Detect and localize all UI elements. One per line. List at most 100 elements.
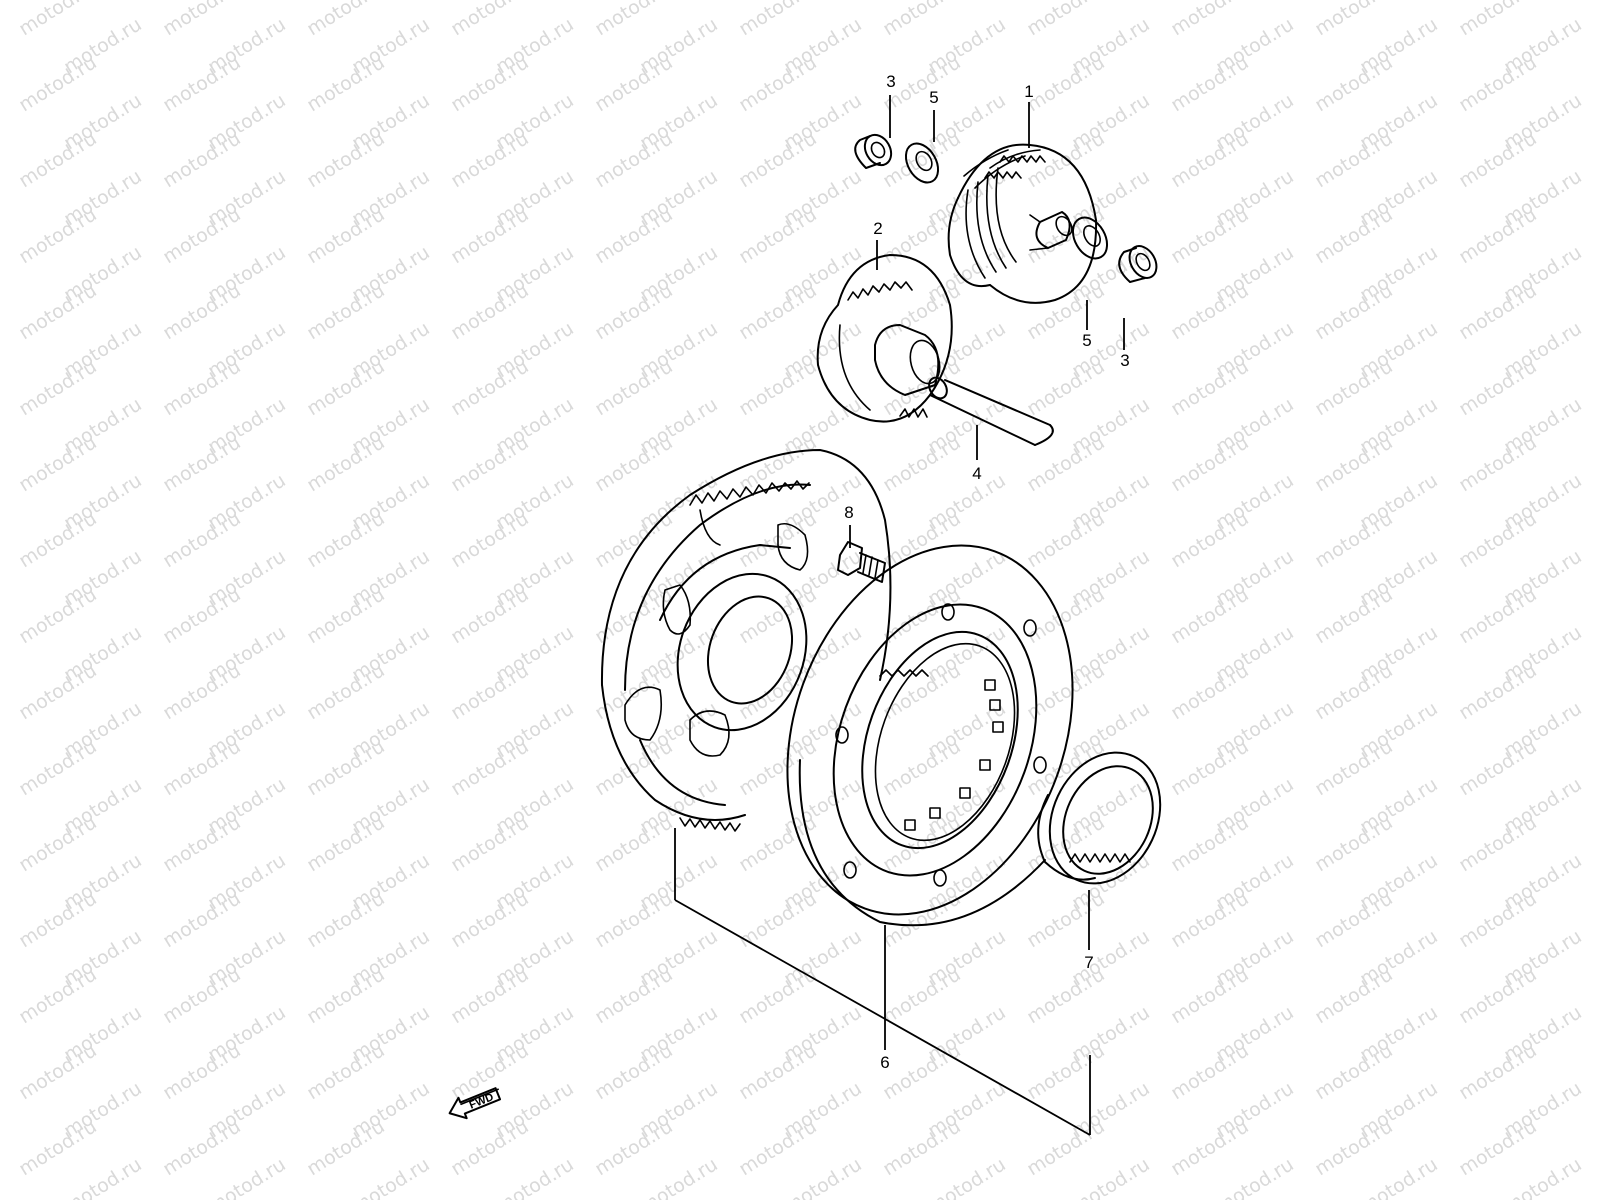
watermark-text: motod.ru bbox=[1167, 887, 1253, 952]
watermark-text: motod.ru bbox=[0, 393, 2, 458]
watermark-text: motod.ru bbox=[879, 507, 965, 572]
watermark-text: motod.ru bbox=[303, 1039, 389, 1104]
part-5-washer-right bbox=[1071, 216, 1109, 260]
watermark-text: motod.ru bbox=[159, 127, 245, 192]
watermark-text: motod.ru bbox=[1455, 203, 1541, 268]
watermark-text: motod.ru bbox=[447, 127, 533, 192]
watermark-text: motod.ru bbox=[15, 203, 101, 268]
watermark-text: motod.ru bbox=[1167, 431, 1253, 496]
part-5-washer-top bbox=[904, 142, 940, 184]
watermark-text: motod.ru bbox=[15, 735, 101, 800]
part-6-one-way-clutch bbox=[786, 544, 1074, 927]
watermark-text: motod.ru bbox=[15, 583, 101, 648]
watermark-text: motod.ru bbox=[303, 1191, 389, 1200]
watermark-text: motod.ru bbox=[879, 735, 965, 800]
watermark-text: motod.ru bbox=[1311, 1115, 1397, 1180]
watermark-text: motod.ru bbox=[15, 51, 101, 116]
watermark-text: motod.ru bbox=[591, 659, 677, 724]
watermark-text: motod.ru bbox=[0, 1001, 2, 1066]
watermark-text: motod.ru bbox=[879, 1115, 965, 1180]
watermark-text: motod.ru bbox=[15, 355, 101, 420]
watermark-text: motod.ru bbox=[15, 659, 101, 724]
watermark-text: motod.ru bbox=[1167, 963, 1253, 1028]
watermark-text: motod.ru bbox=[1455, 127, 1541, 192]
watermark-text: motod.ru bbox=[0, 773, 2, 838]
watermark-text: motod.ru bbox=[303, 811, 389, 876]
watermark-text: motod.ru bbox=[447, 355, 533, 420]
watermark-text: motod.ru bbox=[735, 203, 821, 268]
watermark-text: motod.ru bbox=[879, 659, 965, 724]
watermark-text: motod.ru bbox=[1455, 507, 1541, 572]
part-4-shaft bbox=[928, 376, 1054, 446]
part-3-bushing-right bbox=[1118, 245, 1158, 283]
watermark-text: motod.ru bbox=[303, 203, 389, 268]
watermark-text: motod.ru bbox=[591, 127, 677, 192]
watermark-text: motod.ru bbox=[1311, 1039, 1397, 1104]
watermark-text: motod.ru bbox=[879, 811, 965, 876]
watermark-text: motod.ru bbox=[1455, 0, 1541, 40]
callout-6: 6 bbox=[880, 1053, 889, 1072]
watermark-text: motod.ru bbox=[1311, 811, 1397, 876]
watermark-text: motod.ru bbox=[735, 963, 821, 1028]
watermark-text: motod.ru bbox=[1167, 659, 1253, 724]
watermark-text: motod.ru bbox=[1455, 963, 1541, 1028]
watermark-text: motod.ru bbox=[1455, 583, 1541, 648]
watermark-text: motod.ru bbox=[1311, 507, 1397, 572]
watermark-text: motod.ru bbox=[1212, 1153, 1298, 1200]
watermark-text: motod.ru bbox=[879, 1191, 965, 1200]
watermark-text: motod.ru bbox=[303, 127, 389, 192]
watermark-text: motod.ru bbox=[159, 811, 245, 876]
watermark-text: motod.ru bbox=[735, 735, 821, 800]
watermark-text: motod.ru bbox=[15, 507, 101, 572]
watermark-text: motod.ru bbox=[591, 887, 677, 952]
watermark-text: motod.ru bbox=[1023, 507, 1109, 572]
watermark-text: motod.ru bbox=[447, 1115, 533, 1180]
watermark-text: motod.ru bbox=[303, 51, 389, 116]
watermark-text: motod.ru bbox=[0, 0, 2, 2]
watermark-text: motod.ru bbox=[1500, 1153, 1586, 1200]
part-1-starter-clutch bbox=[947, 143, 1098, 304]
callout-8: 8 bbox=[844, 503, 853, 522]
watermark-text: motod.ru bbox=[1311, 963, 1397, 1028]
watermark-text: motod.ru bbox=[591, 1039, 677, 1104]
watermark-text: motod.ru bbox=[735, 583, 821, 648]
watermark-text: motod.ru bbox=[1167, 583, 1253, 648]
watermark-text: motod.ru bbox=[0, 13, 2, 78]
watermark-text: motod.ru bbox=[204, 1153, 290, 1200]
watermark-text: motod.ru bbox=[735, 127, 821, 192]
watermark-text: motod.ru bbox=[1311, 887, 1397, 952]
watermark-text: motod.ru bbox=[735, 355, 821, 420]
watermark-text: motod.ru bbox=[879, 963, 965, 1028]
watermark-text: motod.ru bbox=[1455, 1039, 1541, 1104]
watermark-text: motod.ru bbox=[1311, 431, 1397, 496]
watermark-text: motod.ru bbox=[591, 0, 677, 40]
watermark-text: motod.ru bbox=[15, 127, 101, 192]
watermark-text: motod.ru bbox=[1023, 279, 1109, 344]
watermark-text: motod.ru bbox=[1167, 507, 1253, 572]
watermark-text: motod.ru bbox=[0, 697, 2, 762]
watermark-text: motod.ru bbox=[447, 811, 533, 876]
watermark-text: motod.ru bbox=[0, 545, 2, 610]
watermark-text: motod.ru bbox=[1455, 355, 1541, 420]
watermark-text: motod.ru bbox=[1023, 1191, 1109, 1200]
watermark-text: motod.ru bbox=[1023, 887, 1109, 952]
watermark-text: motod.ru bbox=[159, 1191, 245, 1200]
callout-5-right: 5 bbox=[1082, 331, 1091, 350]
watermark-text: motod.ru bbox=[303, 0, 389, 40]
watermark-text: motod.ru bbox=[879, 1039, 965, 1104]
callout-3-top: 3 bbox=[886, 72, 895, 91]
watermark-text: motod.ru bbox=[1167, 279, 1253, 344]
watermark-text: motod.ru bbox=[780, 1153, 866, 1200]
watermark-text: motod.ru bbox=[303, 583, 389, 648]
watermark-text: motod.ru bbox=[0, 925, 2, 990]
watermark-text: motod.ru bbox=[447, 0, 533, 40]
watermark-text: motod.ru bbox=[1167, 203, 1253, 268]
watermark-text: motod.ru bbox=[1599, 0, 1600, 40]
watermark-text: motod.ru bbox=[879, 0, 965, 40]
watermark-text: motod.ru bbox=[1311, 1191, 1397, 1200]
watermark-text: motod.ru bbox=[303, 1115, 389, 1180]
callout-5-top: 5 bbox=[929, 88, 938, 107]
watermark-text: motod.ru bbox=[159, 507, 245, 572]
watermark-text: motod.ru bbox=[1167, 0, 1253, 40]
